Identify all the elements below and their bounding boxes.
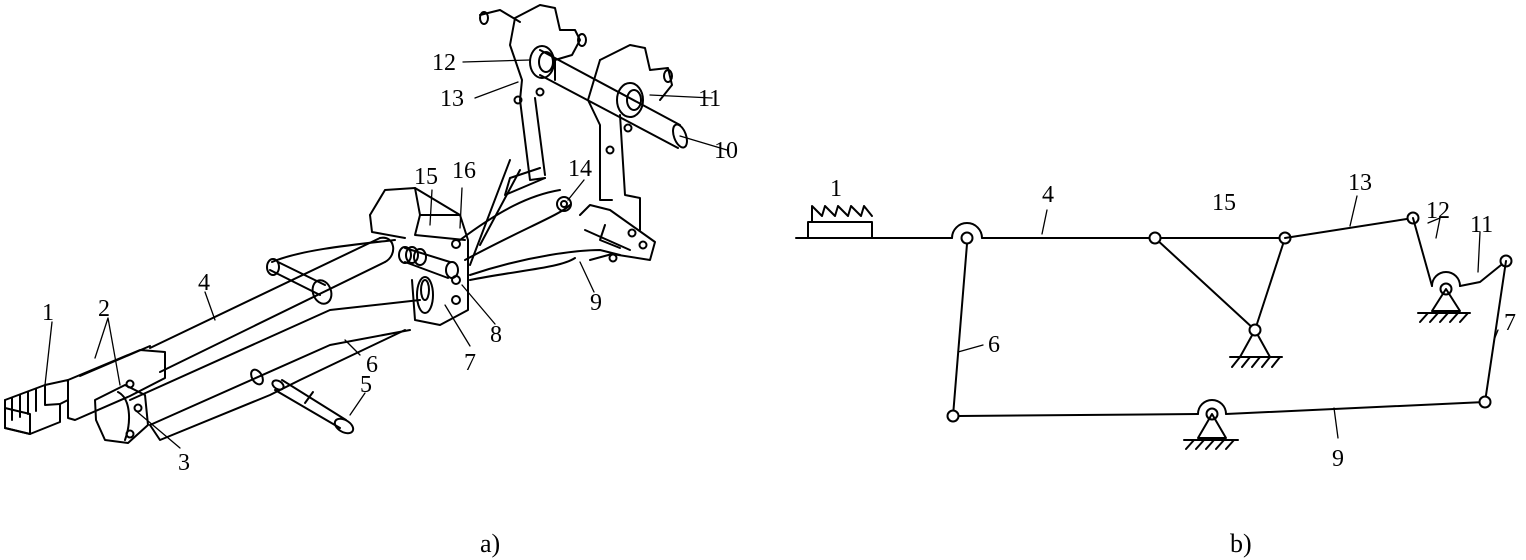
label-a-13: 13: [440, 86, 464, 112]
figure-b-schematic: [795, 195, 1513, 450]
label-a-3: 3: [178, 450, 190, 476]
rod-4: [149, 236, 395, 373]
cross-shaft: [266, 239, 396, 305]
label-a-7: 7: [464, 350, 476, 376]
ground-15: [1229, 323, 1283, 368]
link-13: [1284, 217, 1414, 239]
element-1-rack: [807, 205, 873, 239]
label-b-9: 9: [1332, 446, 1344, 472]
label-a-15: 15: [414, 164, 438, 190]
shaft-10: [529, 45, 688, 149]
label-b-15: 15: [1212, 190, 1236, 216]
label-a-4: 4: [198, 270, 210, 296]
label-a-12: 12: [432, 50, 456, 76]
figure-a-leaders: [44, 59, 728, 449]
ground-11: [1417, 288, 1471, 323]
label-a-8: 8: [490, 322, 502, 348]
label-a-10: 10: [714, 138, 738, 164]
figure-a-labels: 1 2 3 4 5 6 7 8 9 10 11 12 13 14 15 16 a…: [42, 50, 738, 558]
label-a-6: 6: [366, 352, 378, 378]
lever-14-9: [459, 159, 656, 281]
part-8-shaft: [398, 246, 459, 279]
label-a-9: 9: [590, 290, 602, 316]
part-5-pin: [271, 379, 355, 435]
label-a-5: 5: [360, 372, 372, 398]
label-a-16: 16: [452, 158, 476, 184]
link-4: [795, 222, 1156, 245]
link-9: [958, 395, 1492, 421]
figure-b-labels: 1 4 15 13 12 11 7 6 9 b): [830, 170, 1516, 558]
link-6: [952, 243, 968, 417]
label-b-7: 7: [1504, 310, 1516, 336]
figure-a-drawing: [4, 4, 728, 449]
caption-b: b): [1230, 529, 1252, 558]
label-b-13: 13: [1348, 170, 1372, 196]
label-a-11: 11: [698, 86, 721, 112]
link-15: [1148, 231, 1292, 331]
label-a-14: 14: [568, 156, 592, 182]
lever-6: [129, 299, 421, 441]
block-15-16: [369, 187, 469, 326]
label-b-4: 4: [1042, 182, 1054, 208]
label-b-11: 11: [1470, 212, 1493, 238]
bracket-13: [479, 4, 587, 196]
part-3-clamp: [67, 345, 166, 444]
label-b-1: 1: [830, 176, 842, 202]
part-1-head: [4, 379, 69, 435]
label-b-6: 6: [988, 332, 1000, 358]
ground-9: [1183, 413, 1239, 450]
label-b-12: 12: [1426, 198, 1450, 224]
caption-a: a): [480, 529, 500, 558]
link-7: [1484, 260, 1507, 403]
bracket-11: [587, 44, 673, 231]
label-a-2: 2: [98, 296, 110, 322]
link-12-11: [1412, 217, 1513, 296]
figure-b-leaders: [957, 195, 1499, 439]
label-a-1: 1: [42, 300, 54, 326]
